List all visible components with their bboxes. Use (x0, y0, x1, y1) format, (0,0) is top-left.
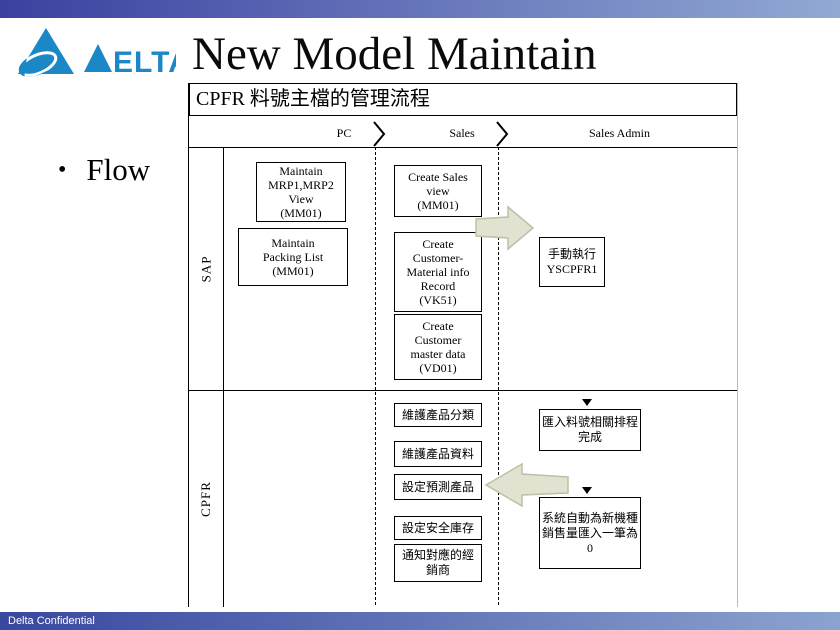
column-label-pc: PC (336, 126, 352, 140)
flow-box-create-customer-master-data: Create Customer master data (VD01) (394, 314, 482, 380)
block-arrow-right-icon (474, 205, 536, 256)
diagram-right-border (737, 83, 738, 607)
page-title: New Model Maintain (192, 28, 597, 80)
flow-box-create-customer-material-info: Create Customer- Material info Record (V… (394, 232, 482, 312)
flow-box-set-safety-stock: 設定安全庫存 (394, 516, 482, 540)
diagram-title: CPFR 料號主檔的管理流程 (189, 83, 737, 116)
logo-wordmark: ELTA (113, 46, 176, 79)
chevron-right-icon (372, 120, 386, 153)
lane-column-divider (223, 147, 224, 607)
bullet-flow: • Flow (58, 152, 150, 188)
column-label-sales-admin: Sales Admin (588, 126, 650, 140)
flow-box-create-sales-view: Create Sales view (MM01) (394, 165, 482, 217)
pc-sales-dashed-divider (375, 147, 376, 605)
flow-box-notify-distributor: 通知對應的經銷商 (394, 544, 482, 582)
bullet-icon: • (58, 157, 67, 183)
flow-box-maintain-mrp-view: Maintain MRP1,MRP2 View (MM01) (256, 162, 346, 222)
flow-arrowhead-icon (582, 399, 592, 406)
bullet-label: Flow (86, 152, 151, 187)
flow-box-set-forecast-product: 設定預測產品 (394, 474, 482, 500)
bottom-accent-bar: Delta Confidential (0, 612, 840, 630)
chevron-right-icon (495, 120, 509, 153)
cpfr-flow-diagram: CPFR 料號主檔的管理流程 PC Sales Sales Admin SAP … (188, 83, 738, 607)
delta-letter-triangle (84, 44, 112, 72)
flow-box-auto-import-zero-record: 系統自動為新機種銷售量匯入一筆為0 (539, 497, 641, 569)
flow-box-import-schedule-complete: 匯入料號相關排程完成 (539, 409, 641, 451)
flow-box-maintain-product-class: 維護產品分類 (394, 403, 482, 427)
column-label-sales: Sales (449, 126, 475, 140)
lane-label-cpfr: CPFR (198, 480, 213, 517)
column-header-row: PC Sales Sales Admin (189, 117, 737, 148)
flow-box-maintain-product-data: 維護產品資料 (394, 441, 482, 467)
flow-arrowhead-icon (582, 487, 592, 494)
delta-logo: ELTA (16, 26, 190, 80)
footer-confidential: Delta Confidential (8, 615, 95, 627)
flow-box-manual-run-yscpfr1: 手動執行 YSCPFR1 (539, 237, 605, 287)
lane-label-sap: SAP (197, 255, 213, 282)
sap-cpfr-divider (189, 390, 737, 391)
sales-admin-dashed-divider (498, 147, 499, 605)
flow-box-maintain-packing-list: Maintain Packing List (MM01) (238, 228, 348, 286)
top-accent-bar (0, 0, 840, 18)
delta-logo-mark: ELTA (18, 28, 190, 79)
block-arrow-left-icon (482, 461, 570, 514)
